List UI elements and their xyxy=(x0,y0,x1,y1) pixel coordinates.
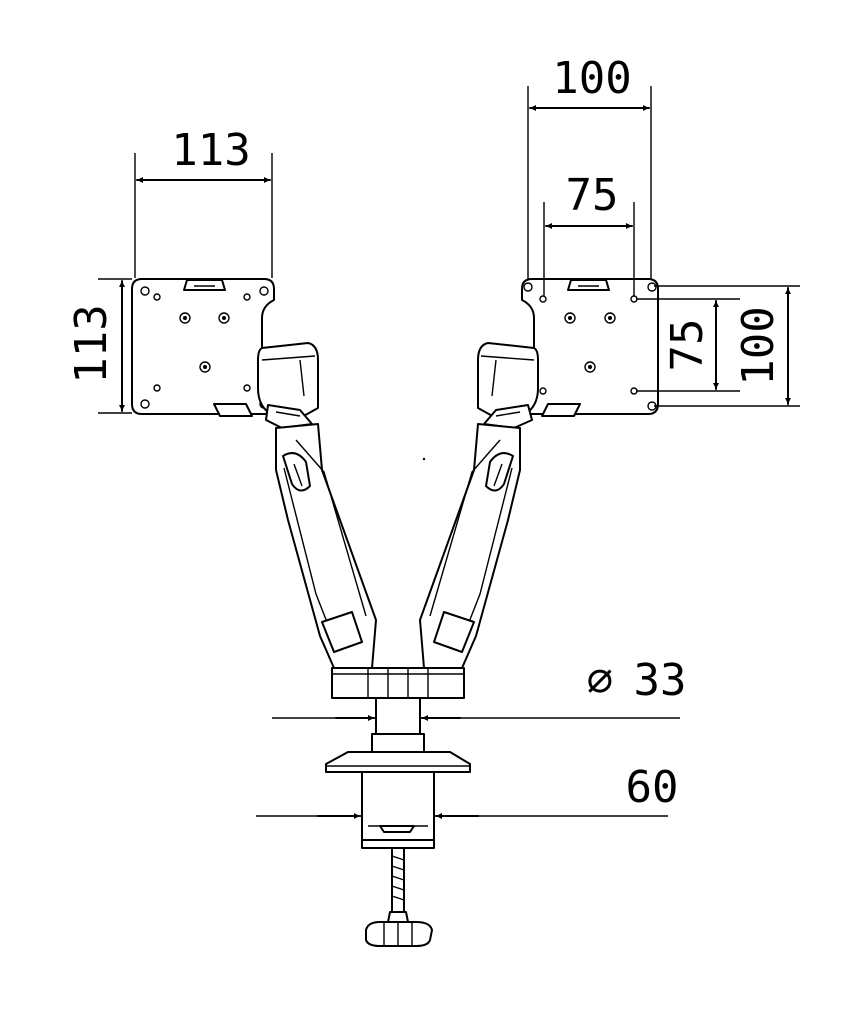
dim-right-outer-height: 100 xyxy=(654,285,800,407)
left-tilt-head xyxy=(213,342,319,429)
right-arm xyxy=(419,423,521,669)
label-pole-diameter: 33 xyxy=(634,655,687,706)
diameter-symbol: ⌀ xyxy=(587,655,614,706)
dim-clamp-width: 60 xyxy=(256,762,679,819)
pole-and-clamp xyxy=(325,667,471,947)
dim-right-inner-width: 75 xyxy=(543,170,635,296)
label-right-outer-height: 100 xyxy=(733,306,784,385)
dim-right-outer-width: 100 xyxy=(527,53,652,280)
dim-left-height: 113 xyxy=(66,278,132,414)
dim-pole-diameter: ⌀ 33 xyxy=(272,655,687,721)
label-clamp-width: 60 xyxy=(626,762,679,813)
label-right-inner-width: 75 xyxy=(566,170,619,221)
right-tilt-head xyxy=(477,342,581,429)
left-vesa-plate xyxy=(131,278,275,415)
dim-right-inner-height: 75 xyxy=(636,298,740,392)
label-right-outer-width: 100 xyxy=(552,53,631,104)
label-left-height: 113 xyxy=(66,304,117,383)
label-right-inner-height: 75 xyxy=(662,319,713,372)
center-dot xyxy=(422,457,426,461)
left-arm xyxy=(275,423,377,669)
right-vesa-plate xyxy=(521,278,659,415)
label-left-width: 113 xyxy=(171,125,250,176)
dim-left-width: 113 xyxy=(134,125,273,278)
